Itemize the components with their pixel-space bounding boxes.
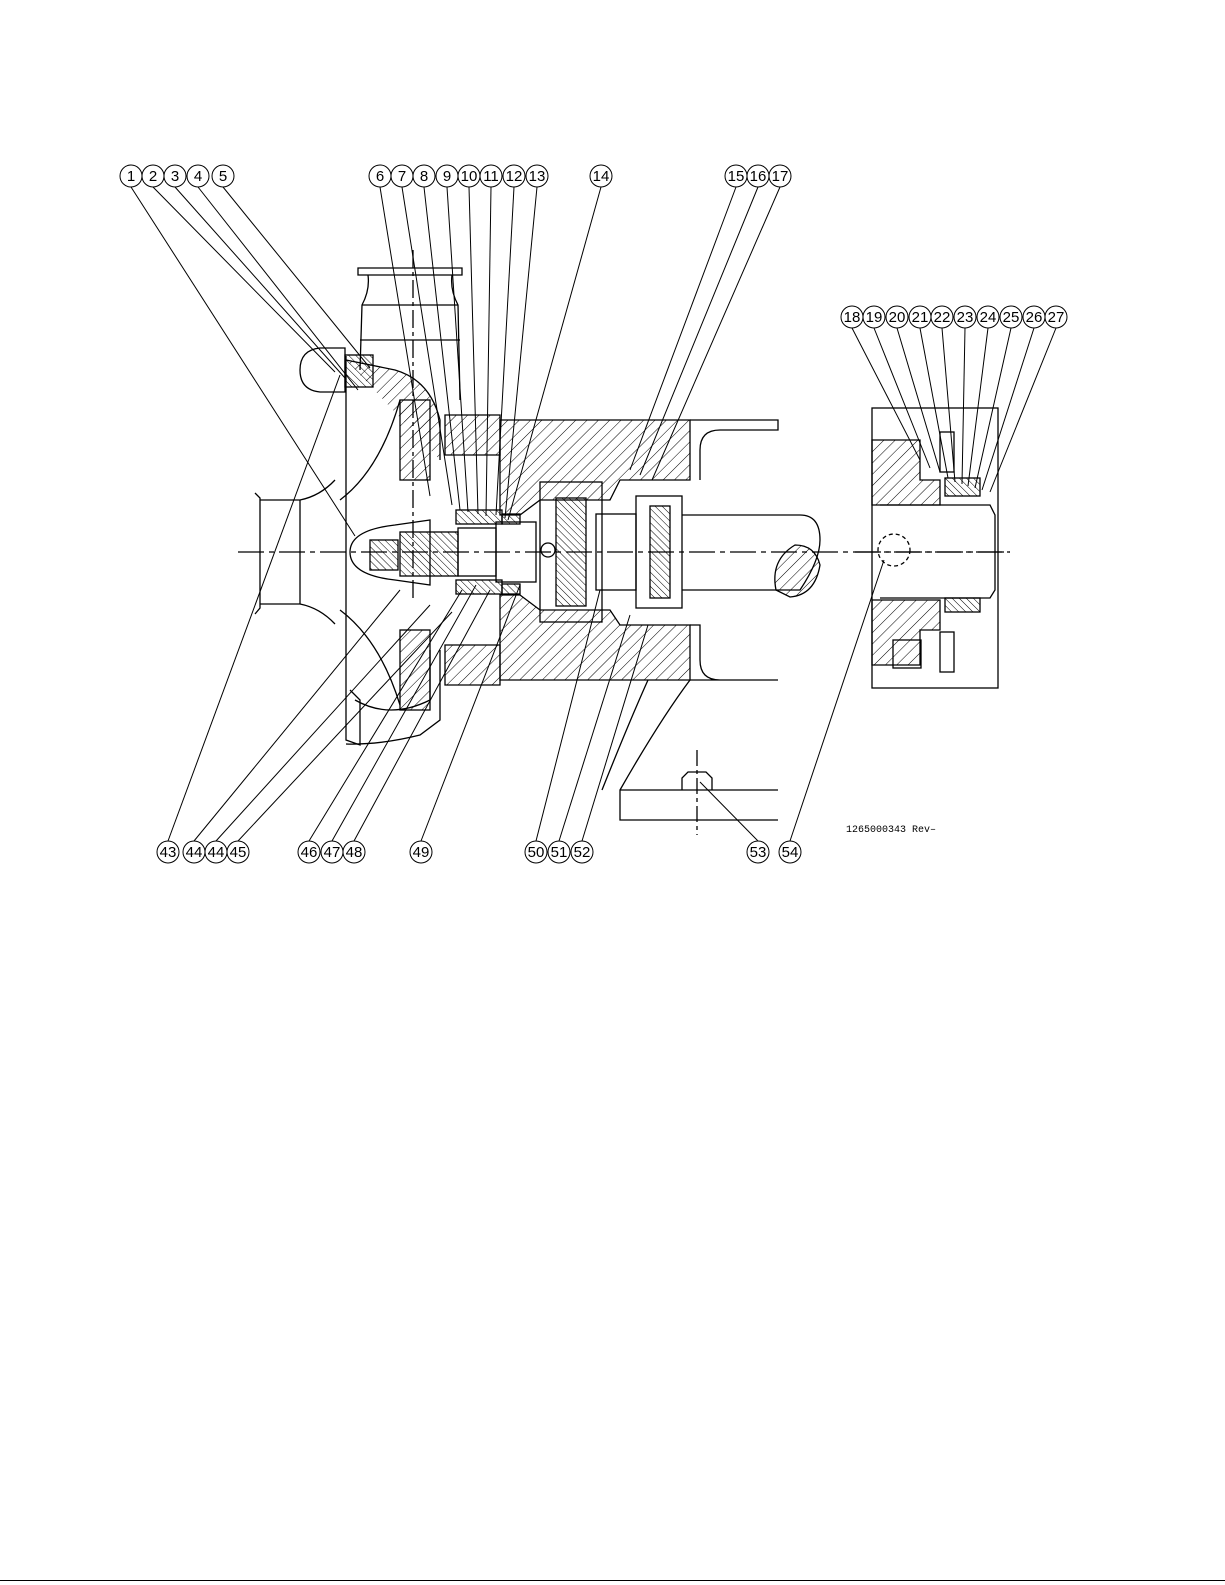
callout-number: 16 xyxy=(750,168,767,185)
callout-number: 1 xyxy=(127,168,135,185)
callout-number: 51 xyxy=(551,844,568,861)
callout-number: 13 xyxy=(529,168,546,185)
callout-number: 53 xyxy=(750,844,767,861)
callout-number: 5 xyxy=(219,168,227,185)
frame-adapter xyxy=(445,415,778,820)
drawing-number: 1265000343 xyxy=(846,825,906,836)
callout-number: 25 xyxy=(1003,309,1020,326)
callout-22: 22 xyxy=(931,306,953,328)
page-bottom-rule xyxy=(0,1580,1225,1581)
callout-number: 52 xyxy=(574,844,591,861)
callout-number: 46 xyxy=(301,844,318,861)
callout-number: 44 xyxy=(208,844,225,861)
callout-44: 44 xyxy=(205,841,227,863)
callout-45: 45 xyxy=(227,841,249,863)
callout-4: 4 xyxy=(187,165,209,187)
callout-1: 1 xyxy=(120,165,142,187)
callout-23: 23 xyxy=(954,306,976,328)
callout-48: 48 xyxy=(343,841,365,863)
callout-number: 19 xyxy=(866,309,883,326)
main-assembly xyxy=(238,250,1010,835)
callout-25: 25 xyxy=(1000,306,1022,328)
callout-43: 43 xyxy=(157,841,179,863)
callout-50: 50 xyxy=(525,841,547,863)
callout-6: 6 xyxy=(369,165,391,187)
callout-number: 43 xyxy=(160,844,177,861)
callout-12: 12 xyxy=(503,165,525,187)
callout-number: 6 xyxy=(376,168,384,185)
mounting-nut xyxy=(682,750,712,835)
callout-number: 7 xyxy=(398,168,406,185)
callouts-detail: 18 19 20 21 22 23 24 25 26 27 xyxy=(841,306,1067,328)
callout-10: 10 xyxy=(458,165,480,187)
callout-8: 8 xyxy=(413,165,435,187)
callout-number: 3 xyxy=(171,168,179,185)
callout-15: 15 xyxy=(725,165,747,187)
callout-number: 10 xyxy=(461,168,478,185)
callout-number: 22 xyxy=(934,309,951,326)
callout-number: 26 xyxy=(1026,309,1043,326)
callout-number: 11 xyxy=(483,168,499,185)
callout-number: 18 xyxy=(844,309,861,326)
callout-number: 9 xyxy=(443,168,451,185)
callout-21: 21 xyxy=(909,306,931,328)
callout-44: 44 xyxy=(183,841,205,863)
callout-24: 24 xyxy=(977,306,999,328)
callout-number: 23 xyxy=(957,309,974,326)
callout-number: 21 xyxy=(912,309,929,326)
callout-27: 27 xyxy=(1045,306,1067,328)
callout-11: 11 xyxy=(480,165,502,187)
callout-46: 46 xyxy=(298,841,320,863)
callout-54: 54 xyxy=(779,841,801,863)
callout-3: 3 xyxy=(164,165,186,187)
callout-number: 44 xyxy=(186,844,203,861)
callout-18: 18 xyxy=(841,306,863,328)
callout-number: 2 xyxy=(149,168,157,185)
callouts-bottom: 43 44 44 45 46 47 48 49 50 51 52 53 54 xyxy=(157,841,801,863)
callout-7: 7 xyxy=(391,165,413,187)
callout-number: 12 xyxy=(506,168,523,185)
callout-14: 14 xyxy=(590,165,612,187)
callout-number: 49 xyxy=(413,844,430,861)
callout-16: 16 xyxy=(747,165,769,187)
callout-20: 20 xyxy=(886,306,908,328)
seal-detail-view xyxy=(855,408,1010,688)
callout-number: 17 xyxy=(772,168,789,185)
callout-49: 49 xyxy=(410,841,432,863)
callout-2: 2 xyxy=(142,165,164,187)
callout-51: 51 xyxy=(548,841,570,863)
callout-number: 20 xyxy=(889,309,906,326)
callout-53: 53 xyxy=(747,841,769,863)
callout-5: 5 xyxy=(212,165,234,187)
callout-19: 19 xyxy=(863,306,885,328)
motor-shaft xyxy=(682,515,820,597)
drawing-revision: Rev– xyxy=(912,825,936,836)
callout-13: 13 xyxy=(526,165,548,187)
leader-lines xyxy=(131,187,1056,841)
callout-number: 15 xyxy=(728,168,745,185)
callout-number: 54 xyxy=(782,844,799,861)
callout-number: 4 xyxy=(194,168,202,185)
callout-number: 45 xyxy=(230,844,247,861)
callout-number: 8 xyxy=(420,168,428,185)
callout-number: 50 xyxy=(528,844,545,861)
callout-47: 47 xyxy=(321,841,343,863)
callout-number: 24 xyxy=(980,309,997,326)
callout-number: 27 xyxy=(1048,309,1065,326)
callout-26: 26 xyxy=(1023,306,1045,328)
callout-52: 52 xyxy=(571,841,593,863)
callout-number: 47 xyxy=(324,844,341,861)
callout-number: 48 xyxy=(346,844,363,861)
callout-number: 14 xyxy=(593,168,610,185)
callout-9: 9 xyxy=(436,165,458,187)
callout-17: 17 xyxy=(769,165,791,187)
